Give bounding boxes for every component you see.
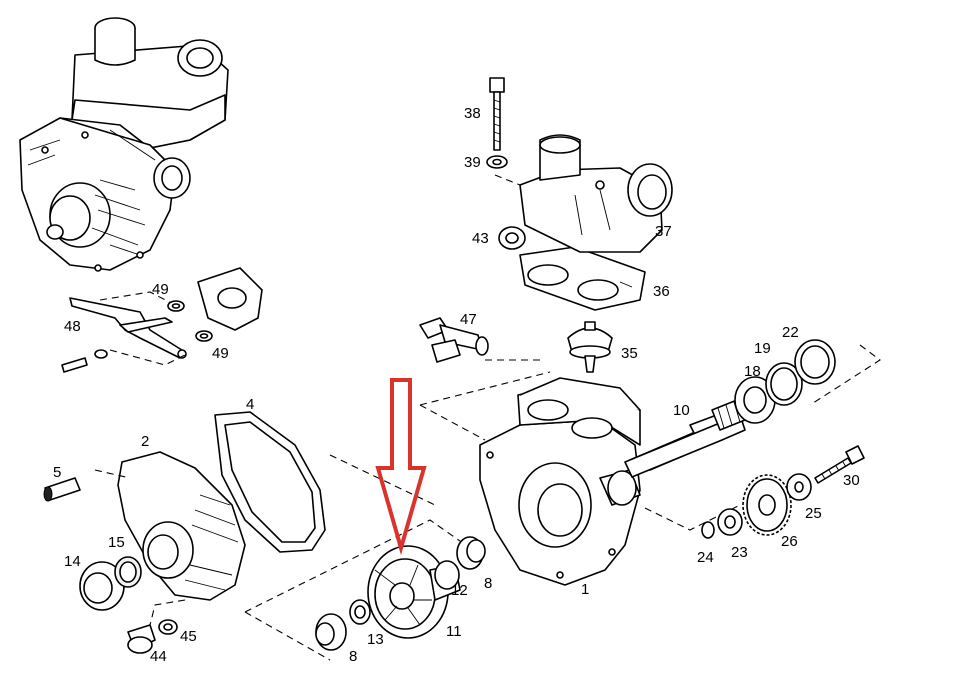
part-label-35: 35 <box>621 345 638 362</box>
part-label-8-upper: 8 <box>484 575 492 592</box>
part-label-30: 30 <box>843 472 860 489</box>
part-label-14: 14 <box>64 553 81 570</box>
part-label-2: 2 <box>141 433 149 450</box>
part-label-38: 38 <box>464 105 481 122</box>
gear-assembly <box>701 445 865 539</box>
part-label-22: 22 <box>782 324 799 341</box>
part-label-8-lower: 8 <box>349 648 357 665</box>
part-label-37: 37 <box>655 223 672 240</box>
indicator-arrow <box>375 378 427 556</box>
bracket-assembly <box>61 267 263 373</box>
part-label-44: 44 <box>150 648 167 665</box>
thermostat-housing-37 <box>519 134 673 253</box>
part-label-15: 15 <box>108 534 125 551</box>
washer-39 <box>486 155 508 169</box>
shaft-assembly <box>624 339 836 478</box>
impeller-assembly <box>315 536 486 651</box>
part-label-26: 26 <box>781 533 798 550</box>
part-label-49-lower: 49 <box>212 345 229 362</box>
part-label-39: 39 <box>464 154 481 171</box>
seal-43 <box>498 226 526 250</box>
part-label-45: 45 <box>180 628 197 645</box>
gasket-36 <box>519 246 646 311</box>
part-label-24: 24 <box>697 549 714 566</box>
gasket-4 <box>214 411 326 553</box>
part-label-23: 23 <box>731 544 748 561</box>
part-label-1: 1 <box>581 581 589 598</box>
part-label-43: 43 <box>472 230 489 247</box>
part-label-48: 48 <box>64 318 81 335</box>
bolt-38 <box>489 77 505 151</box>
part-label-11: 11 <box>446 623 462 640</box>
cover-assembly <box>43 451 246 654</box>
assembled-pump-illustration <box>19 17 229 272</box>
part-label-5: 5 <box>53 464 61 481</box>
part-label-10: 10 <box>673 402 690 419</box>
part-label-25: 25 <box>805 505 822 522</box>
part-label-12: 12 <box>451 582 468 599</box>
part-label-36: 36 <box>653 283 670 300</box>
part-label-4: 4 <box>246 396 254 413</box>
part-label-47: 47 <box>460 311 477 328</box>
part-label-49-upper: 49 <box>152 281 169 298</box>
valve-47 <box>419 317 489 363</box>
part-label-18: 18 <box>744 363 761 380</box>
part-label-13: 13 <box>367 631 384 648</box>
part-label-19: 19 <box>754 340 771 357</box>
pump-housing-1 <box>479 377 741 586</box>
part-labels: 1 2 4 5 8 8 10 11 12 13 14 15 18 19 22 2… <box>53 105 860 665</box>
thermostat-35 <box>567 321 613 373</box>
